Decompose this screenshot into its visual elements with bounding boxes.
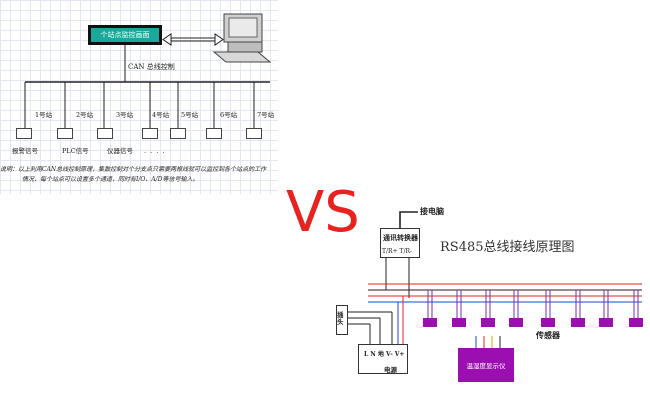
can-note-line2: 情况，每个站点可以设置多个通道，同时有I/O、A/D等信号输入。 [22,176,199,183]
sensor-block [423,318,437,327]
converter-ports: T/R+ T/R- [382,248,413,255]
temp-humidity-display: 温湿度显示仪 [458,348,514,382]
plug-label: 插头 [337,311,344,327]
station-box [97,128,113,139]
converter-box: 通讯转换器 T/R+ T/R- [380,228,420,258]
signal-label-plc: PLC信号 [62,147,89,155]
rs485-title: RS485总线接线原理图 [440,240,575,255]
computer-icon [212,13,272,63]
station-box [246,128,262,139]
station-label-6: 6号站 [220,111,238,119]
sensor-block [452,318,466,327]
station-label-4: 4号站 [152,111,170,119]
station-label-3: 3号站 [116,111,134,119]
can-note-line1: 说明：以上利用CAN总线控制原理，集散控制对个分支点只需要两根线就可以监控到各个… [0,166,267,173]
sensor-block [481,318,495,327]
vs-heading: VS [286,180,360,245]
sensor-block [599,318,613,327]
pc-label: 接电脑 [420,206,444,216]
double-arrow-icon [162,33,224,46]
signal-label-instrument: 仪器信号 [107,147,133,155]
station-box [206,128,222,139]
station-label-2: 2号站 [76,111,94,119]
station-label-7: 7号站 [257,111,275,119]
plug-box [336,305,348,335]
converter-label: 通讯转换器 [383,233,418,242]
psu-label: 电源 [384,366,397,374]
signal-label-alarm: 报警信号 [12,147,38,155]
sensor-block [541,318,555,327]
power-supply-box: L N 地 V- V+ [358,344,408,374]
station-label-5: 5号站 [181,111,199,119]
signal-label-ellipsis: . . . . [144,147,166,155]
station-box [142,128,158,139]
station-box [170,128,186,139]
sensor-block [509,318,523,327]
station-label-1: 1号站 [35,111,53,119]
sensor-block [629,318,643,327]
sensor-label: 传感器 [536,330,560,340]
can-bus-label: CAN 总线控制 [128,63,175,71]
psu-terminals: L N 地 V- V+ [364,351,405,358]
station-box [57,128,73,139]
can-monitor-title: 个站点监控画面 [88,25,162,45]
sensor-block [571,318,585,327]
station-box [16,128,32,139]
